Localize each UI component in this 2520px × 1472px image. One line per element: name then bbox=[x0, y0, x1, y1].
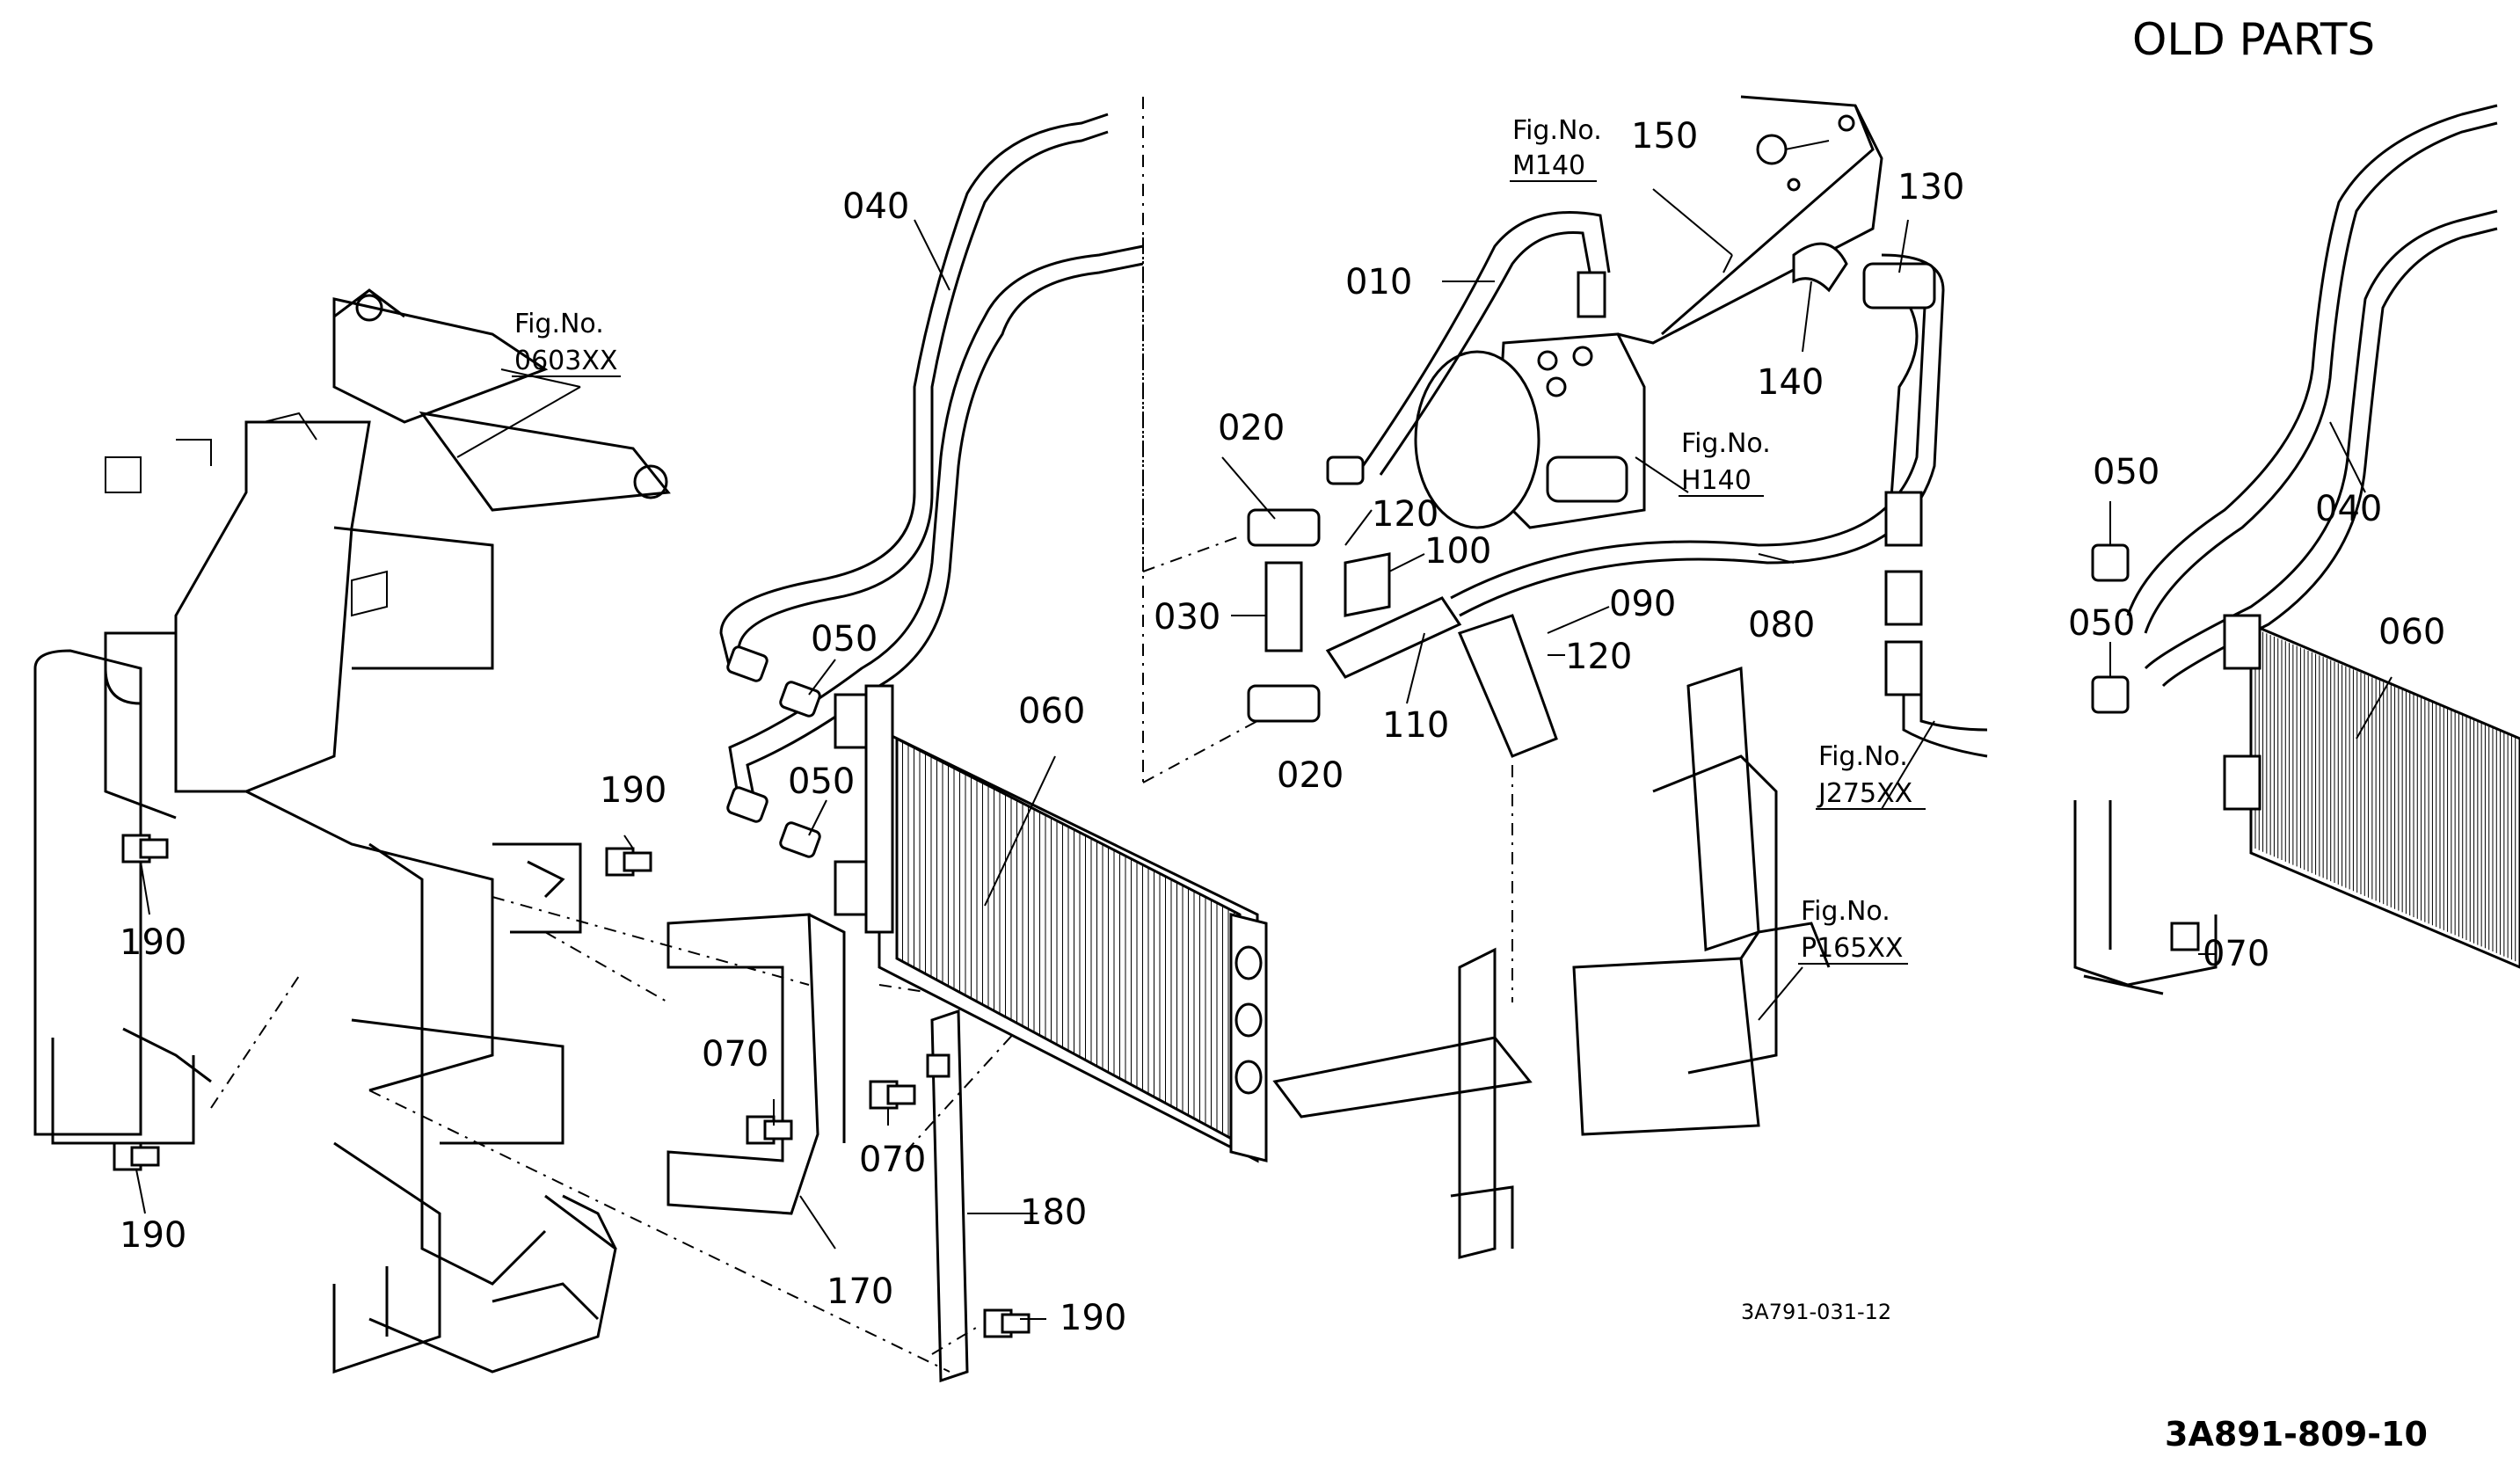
fig-ref-h140-code: H140 bbox=[1681, 465, 1752, 496]
label-030: 030 bbox=[1154, 597, 1220, 638]
oil-cooler-060[interactable] bbox=[834, 684, 1268, 1163]
fittings-020-030[interactable] bbox=[1247, 455, 1365, 723]
label-150: 150 bbox=[1631, 116, 1698, 157]
label-old-060: 060 bbox=[2378, 612, 2445, 652]
cooler-fins bbox=[896, 739, 1241, 1143]
clip-140[interactable] bbox=[1792, 242, 1848, 293]
label-old-070: 070 bbox=[2203, 934, 2269, 974]
drawing-code-footer: 3A891-809-10 bbox=[2165, 1415, 2428, 1454]
figure-references: Fig.No. 0603XX Fig.No. M140 Fig.No. H140… bbox=[512, 115, 1926, 965]
bracket-180[interactable] bbox=[926, 1009, 969, 1383]
fig-ref-0603-prefix: Fig.No. bbox=[514, 309, 604, 339]
label-130: 130 bbox=[1897, 167, 1964, 208]
label-110: 110 bbox=[1382, 705, 1449, 746]
old-parts-view bbox=[2073, 104, 2520, 995]
label-old-050-bottom: 050 bbox=[2068, 603, 2135, 644]
label-100: 100 bbox=[1424, 531, 1491, 572]
label-180: 180 bbox=[1020, 1192, 1087, 1233]
fig-ref-j275-prefix: Fig.No. bbox=[1818, 741, 1908, 772]
label-040: 040 bbox=[842, 186, 909, 227]
part-labels: 040 010 020 030 020 050 050 060 120 100 … bbox=[120, 116, 2445, 1338]
label-070-left: 070 bbox=[702, 1034, 768, 1075]
label-050-bottom: 050 bbox=[788, 762, 855, 802]
label-190-mid: 190 bbox=[600, 770, 666, 811]
label-old-050-top: 050 bbox=[2093, 452, 2159, 492]
fig-ref-j275-code: J275XX bbox=[1817, 778, 1912, 809]
fittings-050[interactable] bbox=[726, 645, 821, 858]
label-020-top: 020 bbox=[1218, 408, 1285, 448]
drawing-code-main: 3A791-031-12 bbox=[1741, 1300, 1891, 1324]
old-parts-title: OLD PARTS bbox=[2132, 14, 2375, 65]
label-120-bottom: 120 bbox=[1565, 637, 1632, 677]
label-140: 140 bbox=[1757, 362, 1824, 403]
bracket-m140 bbox=[1617, 95, 1883, 345]
label-050-top: 050 bbox=[811, 619, 878, 659]
label-190-bottom: 190 bbox=[1060, 1298, 1126, 1338]
fitting-110[interactable] bbox=[1325, 596, 1462, 679]
label-090: 090 bbox=[1609, 584, 1676, 624]
label-190-left-bottom: 190 bbox=[120, 1215, 186, 1256]
label-080: 080 bbox=[1748, 605, 1815, 645]
right-frame bbox=[1272, 666, 1831, 1259]
fig-ref-p165-code: P165XX bbox=[1801, 933, 1903, 964]
label-120-top: 120 bbox=[1372, 494, 1438, 535]
label-060: 060 bbox=[1018, 691, 1085, 732]
label-190-left-top: 190 bbox=[120, 922, 186, 963]
label-170: 170 bbox=[827, 1272, 893, 1312]
clamp-100-090[interactable] bbox=[1344, 552, 1558, 758]
frame-assembly bbox=[33, 288, 671, 1374]
pipe-080-130[interactable] bbox=[1450, 253, 1988, 758]
fig-ref-m140-prefix: Fig.No. bbox=[1512, 115, 1602, 146]
fig-ref-h140-prefix: Fig.No. bbox=[1681, 428, 1771, 459]
bracket-170[interactable] bbox=[666, 913, 846, 1215]
label-old-040: 040 bbox=[2315, 489, 2382, 529]
label-leaders bbox=[135, 140, 2393, 1320]
pipe-010[interactable] bbox=[1361, 211, 1611, 476]
label-070-right: 070 bbox=[859, 1140, 926, 1180]
fig-ref-0603-code: 0603XX bbox=[514, 346, 617, 376]
fig-ref-m140-code: M140 bbox=[1512, 150, 1585, 181]
hydraulic-pump bbox=[1414, 332, 1646, 529]
bolt-150[interactable] bbox=[1756, 134, 1788, 165]
label-010: 010 bbox=[1345, 262, 1412, 302]
fig-ref-p165-prefix: Fig.No. bbox=[1801, 896, 1890, 927]
label-020-bottom: 020 bbox=[1277, 755, 1344, 796]
